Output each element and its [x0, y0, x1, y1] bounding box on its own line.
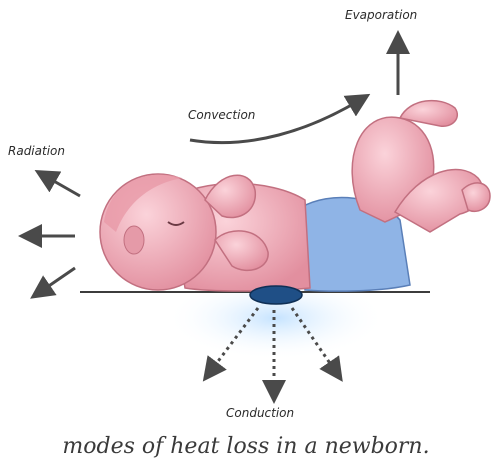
evaporation-label: Evaporation: [345, 8, 417, 22]
head: [100, 174, 216, 290]
radiation-arrow: [40, 268, 75, 292]
cold-surface: [250, 286, 302, 304]
ear: [124, 226, 144, 254]
caption: modes of heat loss in a newborn.: [0, 434, 492, 459]
conduction-label: Conduction: [226, 406, 294, 420]
convection-label: Convection: [188, 108, 255, 122]
radiation-arrow: [45, 176, 80, 196]
radiation-label: Radiation: [8, 144, 65, 158]
